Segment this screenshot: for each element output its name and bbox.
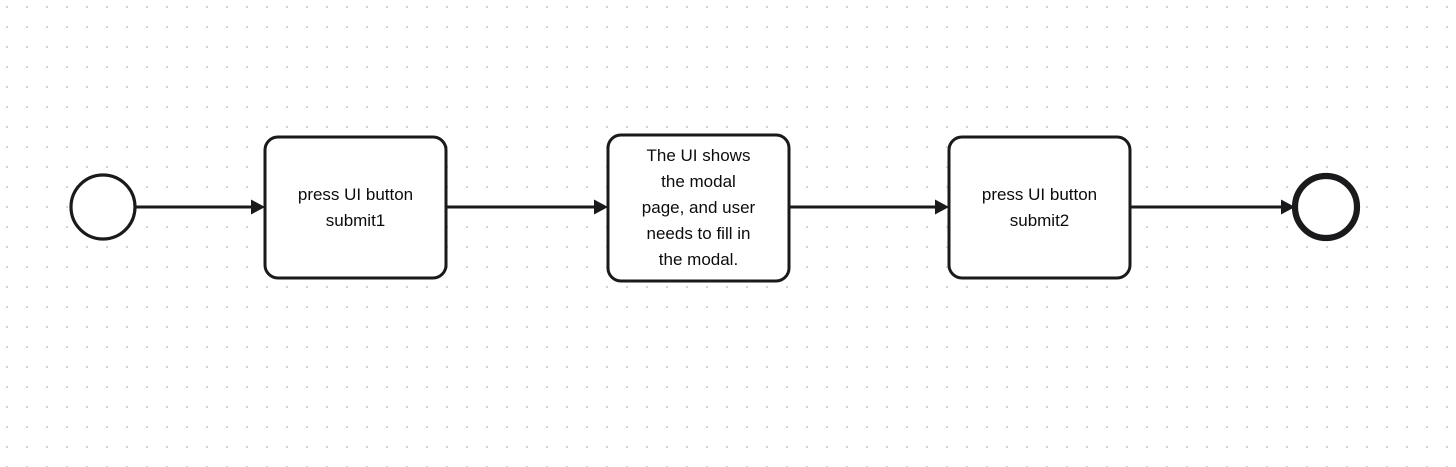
task-node-modal-note[interactable] — [606, 133, 791, 283]
connector-modal-to-submit2 — [789, 199, 949, 215]
connector-start-to-submit1 — [135, 199, 265, 215]
end-event-circle[interactable] — [1291, 172, 1361, 242]
arrow-head-icon — [594, 199, 608, 215]
arrow-head-icon — [1281, 199, 1295, 215]
task-node-press-submit2[interactable] — [947, 135, 1132, 280]
start-event-circle[interactable] — [69, 173, 137, 241]
connector-submit1-to-modal — [446, 199, 608, 215]
arrow-head-icon — [251, 199, 265, 215]
task-node-press-submit1[interactable] — [263, 135, 448, 280]
arrow-head-icon — [935, 199, 949, 215]
connector-submit2-to-end — [1130, 199, 1295, 215]
